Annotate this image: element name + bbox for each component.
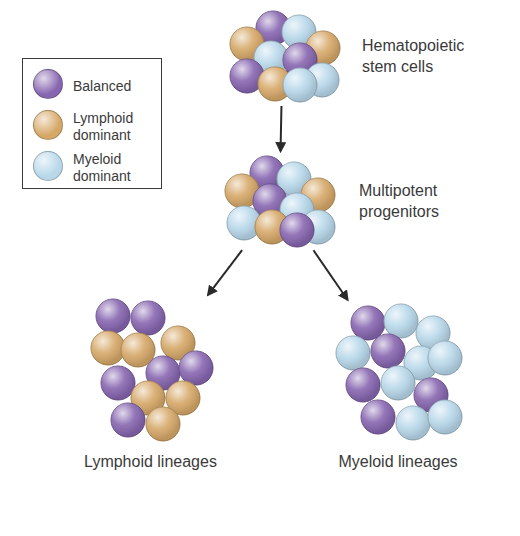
cell-highlight bbox=[179, 351, 213, 385]
lineage-arrow bbox=[208, 250, 242, 295]
cell-circle bbox=[280, 213, 314, 247]
cell-circle bbox=[336, 336, 370, 370]
cell-highlight bbox=[283, 68, 317, 102]
cell-circle bbox=[384, 304, 418, 338]
legend-entry: Myeloid dominant bbox=[33, 151, 159, 185]
cell-body bbox=[96, 299, 130, 333]
cell-circle bbox=[361, 400, 395, 434]
cell-circle bbox=[346, 368, 380, 402]
cell-body bbox=[146, 407, 180, 441]
cell-body bbox=[111, 403, 145, 437]
cell-body bbox=[384, 304, 418, 338]
cell-circle bbox=[283, 68, 317, 102]
cell-body bbox=[91, 331, 125, 365]
cell-highlight bbox=[361, 400, 395, 434]
cell-body bbox=[428, 341, 462, 375]
cell-highlight bbox=[336, 336, 370, 370]
cell-body bbox=[280, 213, 314, 247]
cell-body bbox=[396, 406, 430, 440]
cell-circle bbox=[131, 301, 165, 335]
cell-cluster-shape bbox=[333, 303, 463, 443]
cell-body bbox=[371, 334, 405, 368]
cell-circle bbox=[111, 403, 145, 437]
cell-highlight bbox=[371, 334, 405, 368]
stage-label: Myeloid lineages bbox=[313, 451, 483, 472]
cell-highlight bbox=[91, 331, 125, 365]
cell-cluster-shape bbox=[88, 298, 213, 443]
cell-cluster: Multipotent progenitors bbox=[222, 155, 337, 247]
cell-highlight bbox=[131, 301, 165, 335]
cell-circle bbox=[179, 351, 213, 385]
cell-highlight bbox=[280, 213, 314, 247]
cell-circle bbox=[428, 400, 462, 434]
cell-body bbox=[283, 68, 317, 102]
cell-highlight bbox=[428, 400, 462, 434]
lineage-arrow bbox=[280, 106, 283, 151]
cell-cluster: Hematopoietic stem cells bbox=[225, 10, 340, 102]
cell-highlight bbox=[111, 403, 145, 437]
lineage-arrow bbox=[313, 250, 347, 299]
cell-highlight bbox=[346, 368, 380, 402]
cell-circle bbox=[96, 299, 130, 333]
cell-highlight bbox=[396, 406, 430, 440]
cell-circle bbox=[91, 331, 125, 365]
legend-swatch bbox=[33, 151, 63, 181]
cell-body bbox=[336, 336, 370, 370]
cell-highlight bbox=[381, 366, 415, 400]
cell-body bbox=[101, 366, 135, 400]
cell-body bbox=[361, 400, 395, 434]
cell-highlight bbox=[351, 306, 385, 340]
stage-label: Hematopoietic stem cells bbox=[362, 35, 492, 77]
cell-highlight bbox=[146, 407, 180, 441]
cell-cluster: Lymphoid lineages bbox=[88, 298, 213, 443]
cell-body bbox=[346, 368, 380, 402]
cell-highlight bbox=[101, 366, 135, 400]
cell-circle bbox=[146, 407, 180, 441]
cell-highlight bbox=[384, 304, 418, 338]
legend-entry: Lymphoid dominant bbox=[33, 110, 159, 144]
cell-circle bbox=[101, 366, 135, 400]
cell-cluster-shape bbox=[225, 10, 340, 102]
cell-highlight bbox=[428, 341, 462, 375]
cell-body bbox=[381, 366, 415, 400]
cell-body bbox=[351, 306, 385, 340]
legend-swatch bbox=[33, 69, 63, 99]
cell-circle bbox=[381, 366, 415, 400]
legend-text: Myeloid dominant bbox=[73, 151, 155, 185]
cell-circle bbox=[351, 306, 385, 340]
cell-cluster-shape bbox=[222, 155, 337, 247]
legend-text: Lymphoid dominant bbox=[73, 110, 155, 144]
cell-circle bbox=[371, 334, 405, 368]
stage-label: Lymphoid lineages bbox=[68, 451, 233, 472]
legend-box: BalancedLymphoid dominantMyeloid dominan… bbox=[22, 58, 162, 189]
cell-body bbox=[131, 301, 165, 335]
stage-label: Multipotent progenitors bbox=[359, 180, 489, 222]
legend-text: Balanced bbox=[73, 78, 155, 95]
cell-highlight bbox=[96, 299, 130, 333]
legend-swatch bbox=[33, 110, 63, 140]
cell-body bbox=[179, 351, 213, 385]
cell-body bbox=[428, 400, 462, 434]
cell-cluster: Myeloid lineages bbox=[333, 303, 463, 443]
legend-entry: Balanced bbox=[33, 69, 159, 103]
cell-circle bbox=[428, 341, 462, 375]
cell-circle bbox=[396, 406, 430, 440]
